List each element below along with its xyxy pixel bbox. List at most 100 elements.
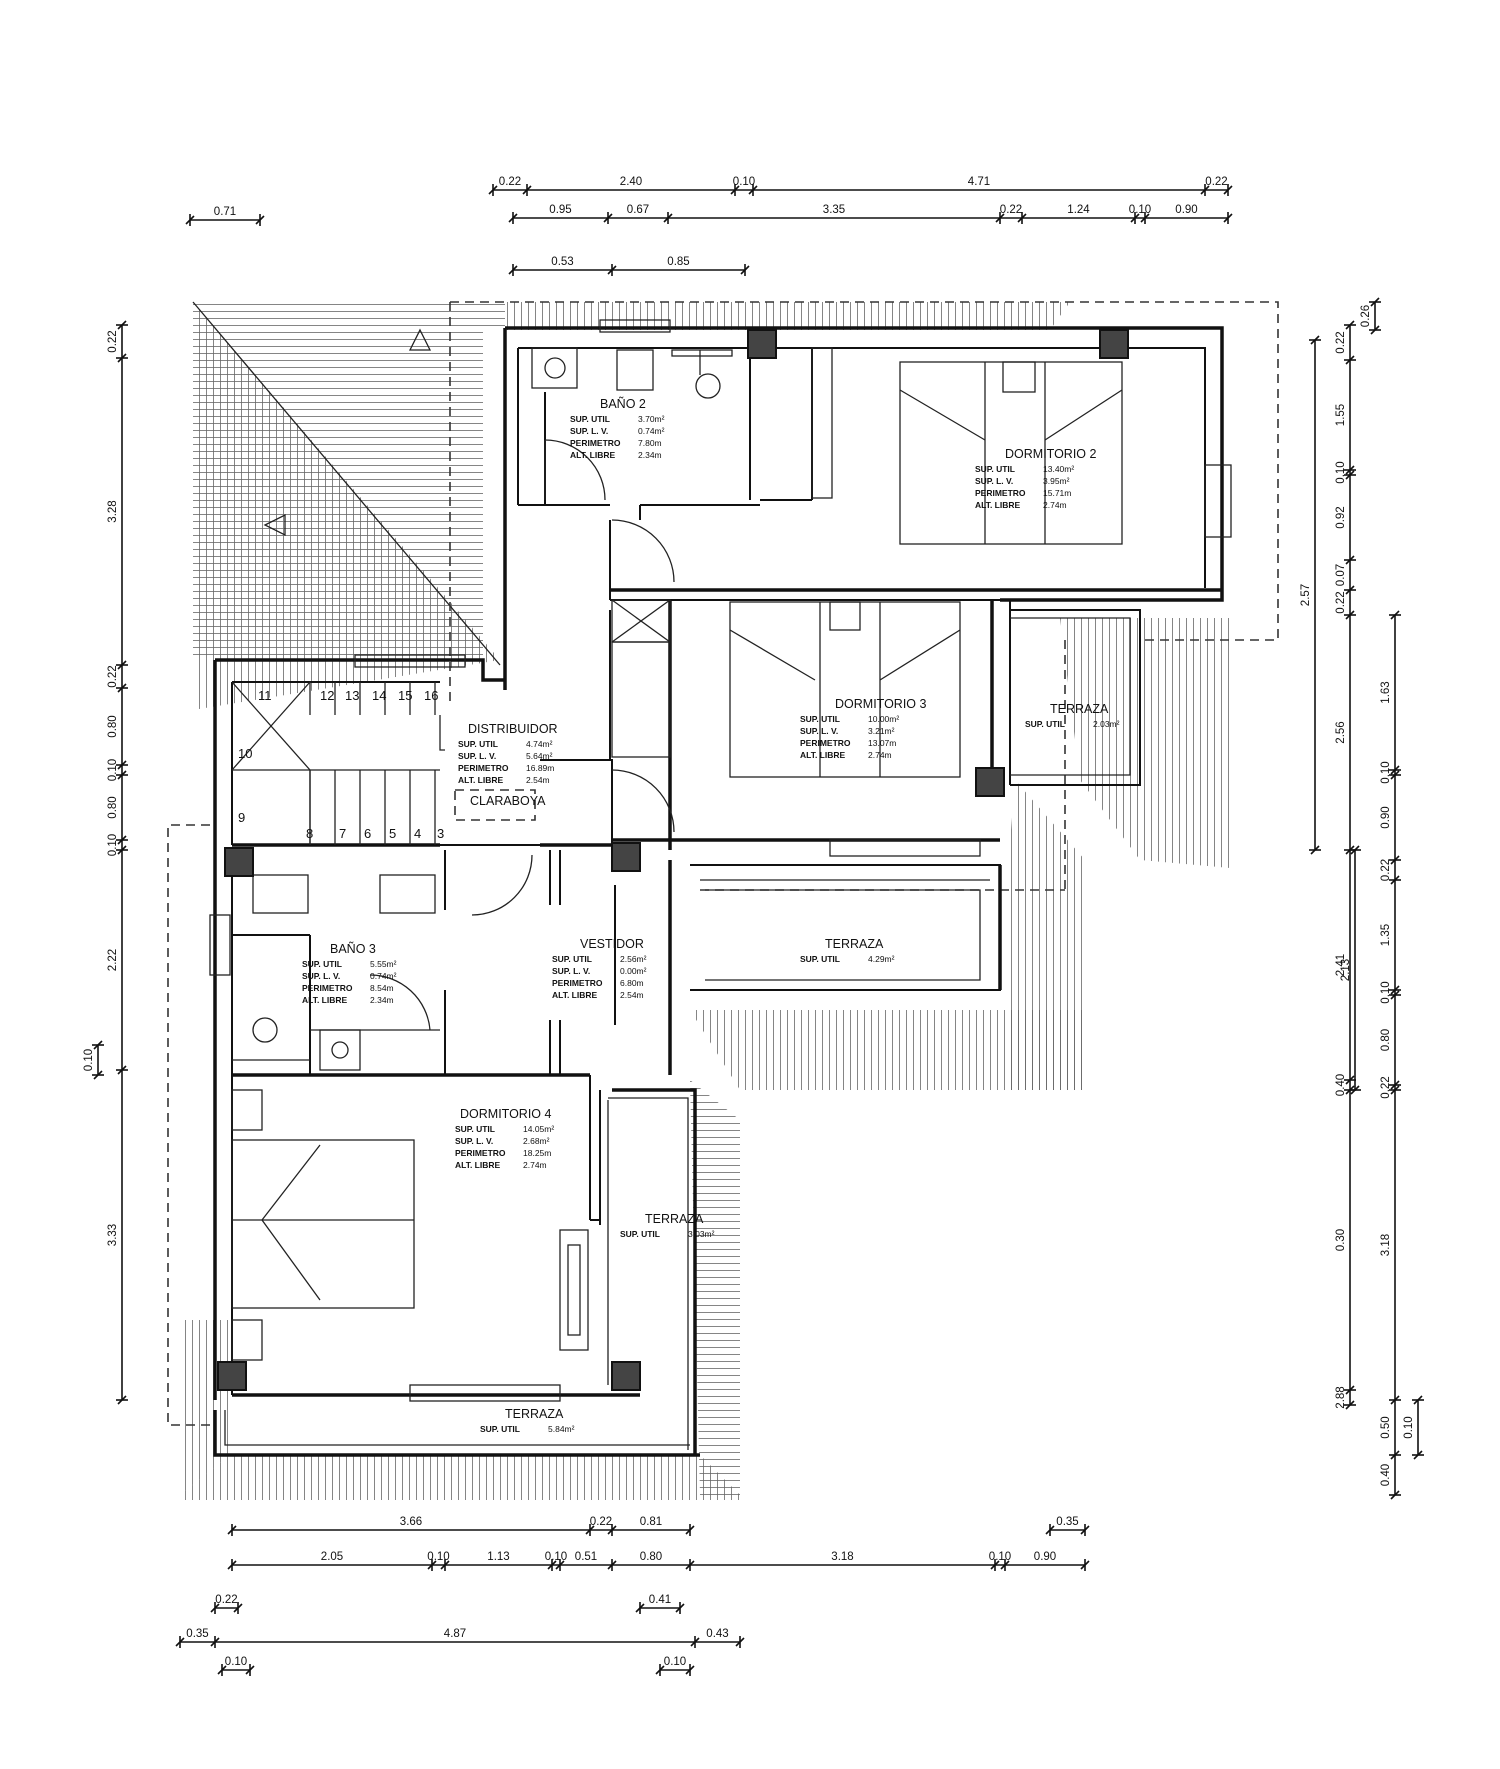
room-labels: BAÑO 2 SUP. UTIL 3.70m² SUP. L. V. 0.74m² PER… bbox=[302, 397, 1120, 1434]
doors bbox=[369, 439, 675, 1031]
room-stat-label: ALT. LIBRE bbox=[975, 500, 1021, 510]
dimension-label: 0.40 bbox=[1335, 1074, 1347, 1096]
room-stat-label: SUP. UTIL bbox=[570, 414, 610, 424]
dimension-label: 0.10 bbox=[664, 1656, 686, 1668]
room-stat-label: SUP. UTIL bbox=[302, 959, 342, 969]
dimension-label: 0.22 bbox=[215, 1594, 237, 1606]
dimension-label: 0.40 bbox=[1380, 1464, 1392, 1486]
dimension-label: 0.07 bbox=[1335, 564, 1347, 586]
room-stat-value: 5.55m² bbox=[370, 959, 397, 969]
room-stat-label: SUP. UTIL bbox=[800, 714, 840, 724]
dim-right-col1: 0.221.550.100.920.070.222.562.410.400.30… bbox=[1335, 320, 1356, 1410]
dim-bottom-row3b: 0.41 bbox=[635, 1594, 685, 1614]
stair-number: 7 bbox=[339, 826, 346, 841]
room-stat-value: 2.54m bbox=[620, 990, 644, 1000]
room-stat-value: 2.74m bbox=[523, 1160, 547, 1170]
dimension-label: 0.81 bbox=[640, 1516, 662, 1528]
sink-icon-2 bbox=[379, 874, 436, 914]
room-dormitorio4: DORMITORIO 4 SUP. UTIL 14.05m² SUP. L. V. 2.… bbox=[455, 1107, 554, 1170]
dimension-label: 0.22 bbox=[107, 665, 119, 687]
dimension-label: 3.33 bbox=[107, 1224, 119, 1246]
room-stat-label: SUP. UTIL bbox=[1025, 719, 1065, 729]
dimension-label: 1.24 bbox=[1067, 204, 1090, 216]
room-stat-value: 14.05m² bbox=[523, 1124, 554, 1134]
dimension-label: 0.22 bbox=[1380, 1076, 1392, 1098]
dim-bottom-row3a: 0.22 bbox=[210, 1594, 243, 1614]
room-name: DORMITORIO 4 bbox=[460, 1107, 551, 1121]
dim-bottom-row1b: 0.35 bbox=[1045, 1516, 1090, 1536]
stair-number: 9 bbox=[238, 810, 245, 825]
room-stat-value: 3.70m² bbox=[638, 414, 665, 424]
room-stat-value: 5.64m² bbox=[526, 751, 553, 761]
roof-slope-icon bbox=[408, 328, 432, 351]
room-stat-label: SUP. L. V. bbox=[302, 971, 340, 981]
dimension-label: 0.50 bbox=[1380, 1416, 1392, 1438]
dimension-label: 0.80 bbox=[107, 796, 119, 818]
dimension-label: 0.95 bbox=[549, 204, 571, 216]
dimension-label: 0.67 bbox=[627, 204, 649, 216]
stair-number: 8 bbox=[306, 826, 313, 841]
room-stat-label: SUP. UTIL bbox=[975, 464, 1015, 474]
stair-number: 5 bbox=[389, 826, 396, 841]
room-stat-value: 8.54m bbox=[370, 983, 394, 993]
room-stat-value: 18.25m bbox=[523, 1148, 551, 1158]
dimension-label: 0.10 bbox=[107, 834, 119, 856]
toilet-icon bbox=[616, 349, 654, 391]
bed-icon-3 bbox=[231, 1139, 415, 1309]
dimension-label: 0.22 bbox=[107, 330, 119, 352]
room-stat-value: 0.74m² bbox=[370, 971, 397, 981]
room-stat-label: PERIMETRO bbox=[552, 978, 603, 988]
room-name: DISTRIBUIDOR bbox=[468, 722, 558, 736]
room-stat-label: SUP. L. V. bbox=[455, 1136, 493, 1146]
dimension-label: 0.22 bbox=[1205, 176, 1227, 188]
dimension-label: 0.90 bbox=[1380, 806, 1392, 828]
room-stat-label: ALT. LIBRE bbox=[458, 775, 504, 785]
room-stat-value: 0.00m² bbox=[620, 966, 647, 976]
stair-number: 10 bbox=[238, 746, 252, 761]
room-stat-label: SUP. UTIL bbox=[458, 739, 498, 749]
room-stat-label: PERIMETRO bbox=[458, 763, 509, 773]
room-name: BAÑO 2 bbox=[600, 397, 646, 411]
stair-steps bbox=[231, 681, 445, 845]
room-stat-label: SUP. UTIL bbox=[455, 1124, 495, 1134]
dimension-label: 4.71 bbox=[968, 176, 990, 188]
dimension-label: 0.22 bbox=[499, 176, 521, 188]
dimension-label: 3.35 bbox=[823, 204, 845, 216]
dimension-label: 3.18 bbox=[1380, 1234, 1392, 1256]
dimension-label: 0.22 bbox=[1000, 204, 1022, 216]
dimension-label: 0.35 bbox=[186, 1628, 208, 1640]
dimension-label: 2.22 bbox=[107, 949, 119, 971]
dimension-label: 0.22 bbox=[1335, 331, 1347, 353]
dimension-label: 1.63 bbox=[1380, 681, 1392, 703]
dimension-label: 3.66 bbox=[400, 1516, 422, 1528]
room-stat-label: ALT. LIBRE bbox=[552, 990, 598, 1000]
dimension-label: 0.90 bbox=[1034, 1551, 1056, 1563]
room-stat-label: SUP. L. V. bbox=[800, 726, 838, 736]
room-stat-value: 2.68m² bbox=[523, 1136, 550, 1146]
dimension-label: 0.10 bbox=[545, 1551, 567, 1563]
stair-number: 11 bbox=[258, 688, 272, 703]
room-stat-value: 3.95m² bbox=[1043, 476, 1070, 486]
dim-left-col: 0.223.280.220.800.100.800.102.223.33 bbox=[107, 320, 128, 1405]
room-stat-label: ALT. LIBRE bbox=[302, 995, 348, 1005]
room-stat-value: 16.89m bbox=[526, 763, 554, 773]
room-stat-label: PERIMETRO bbox=[570, 438, 621, 448]
dimension-label: 2.40 bbox=[620, 176, 642, 188]
dimension-label: 0.10 bbox=[427, 1551, 449, 1563]
dimension-label: 0.53 bbox=[551, 256, 573, 268]
dimension-label: 2.13 bbox=[1340, 959, 1352, 981]
stair-number: 13 bbox=[345, 688, 359, 703]
room-stat-label: SUP. UTIL bbox=[620, 1229, 660, 1239]
stair-number: 15 bbox=[398, 688, 412, 703]
dimension-label: 1.35 bbox=[1380, 924, 1392, 946]
room-stat-value: 13.40m² bbox=[1043, 464, 1074, 474]
shower-icon bbox=[695, 373, 721, 399]
